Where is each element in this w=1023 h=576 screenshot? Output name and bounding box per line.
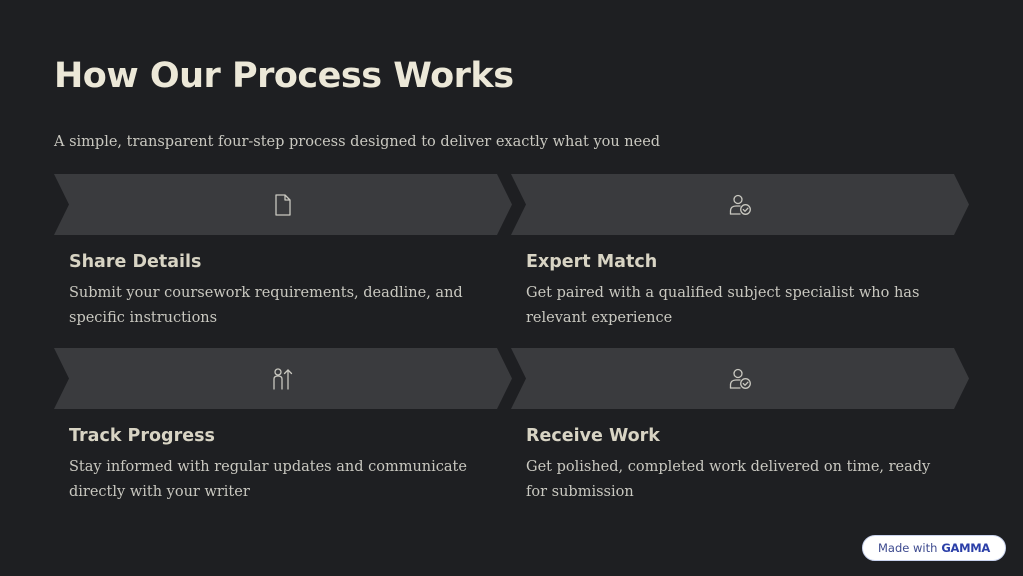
step-title: Receive Work [526,426,660,446]
step-receive-work: Receive Work Get polished, completed wor… [511,348,969,504]
document-icon [270,192,296,218]
step-share-details: Share Details Submit your coursework req… [54,174,512,330]
step-description: Get paired with a qualified subject spec… [526,285,920,326]
step-chevron-banner [511,348,969,409]
made-with-gamma-badge[interactable]: Made with GAMMA [862,535,1006,561]
step-description: Get polished, completed work delivered o… [526,459,931,500]
user-check-icon [727,192,753,218]
step-chevron-banner [54,174,512,235]
step-chevron-banner [511,174,969,235]
user-check-icon [727,366,753,392]
step-title: Expert Match [526,252,658,272]
step-expert-match: Expert Match Get paired with a qualified… [511,174,969,330]
step-track-progress: Track Progress Stay informed with regula… [54,348,512,504]
step-description: Stay informed with regular updates and c… [69,459,467,500]
step-title: Share Details [69,252,202,272]
page-subtitle: A simple, transparent four-step process … [54,134,661,150]
step-description: Submit your coursework requirements, dea… [69,285,463,326]
step-title: Track Progress [69,426,215,446]
gamma-logo: GAMMA [941,541,991,555]
step-chevron-banner [54,348,512,409]
page-title: How Our Process Works [54,56,514,96]
person-arrow-up-icon [270,366,296,392]
badge-prefix: Made with [877,541,938,555]
